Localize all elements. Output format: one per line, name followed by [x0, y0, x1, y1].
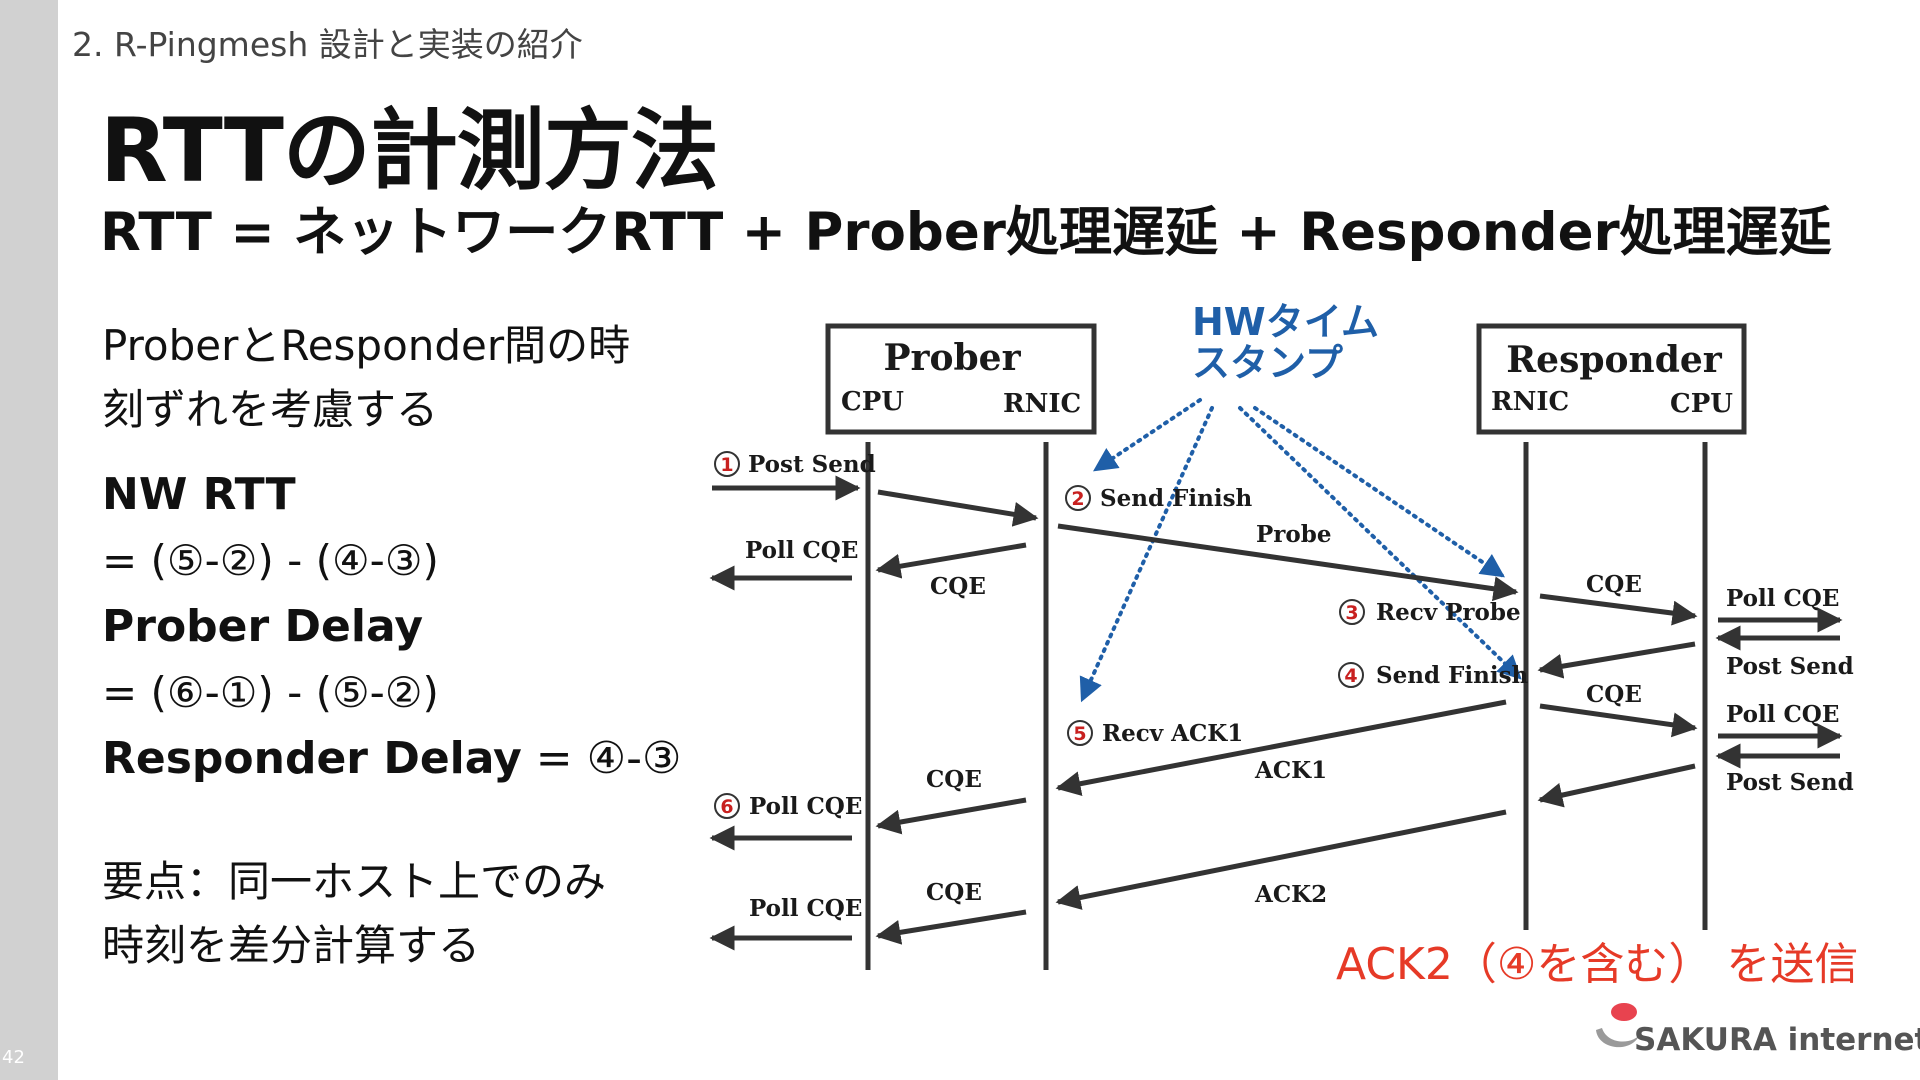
step-4-circle — [1338, 662, 1364, 688]
step-5-number: 5 — [1073, 723, 1086, 745]
step-3-label: Recv Probe — [1376, 599, 1521, 626]
responder-post-send-label-2: Post Send — [1726, 769, 1854, 796]
responder-delay-label: Responder Delay — [102, 733, 522, 784]
cqe-label-1: CQE — [930, 573, 986, 600]
prober-rnic-label: RNIC — [1003, 389, 1081, 419]
responder-box-title: Responder — [1506, 339, 1723, 381]
hw-timestamp-line-2: スタンプ — [1192, 341, 1343, 385]
poll-cqe-label-1: Poll CQE — [745, 537, 858, 564]
responder-rnic-label: RNIC — [1491, 387, 1569, 417]
hw-pointer-recv-probe — [1253, 406, 1505, 578]
logo-text: SAKURA internet — [1634, 1022, 1920, 1058]
intro-line-2: 刻ずれを考慮する — [102, 385, 439, 434]
ack1-label: ACK1 — [1254, 757, 1327, 784]
page-title: RTTの計測方法 — [100, 99, 719, 202]
arrow-responder-cpu-to-rnic-1 — [1537, 641, 1696, 679]
left-sidebar-bar — [0, 0, 58, 1080]
step-4-number: 4 — [1344, 665, 1357, 687]
keypoint-line-1: 要点：同一ホスト上でのみ — [102, 857, 607, 906]
intro-line-1: ProberとResponder間の時 — [102, 321, 631, 370]
step-5-circle — [1067, 720, 1093, 746]
prober-box — [825, 323, 1097, 435]
probe-label: Probe — [1256, 521, 1331, 548]
responder-post-send-label-1: Post Send — [1726, 653, 1854, 680]
step-6-label: Poll CQE — [749, 793, 862, 820]
responder-delay-formula: = ④-③ — [521, 733, 682, 784]
responder-cqe-label-2: CQE — [1586, 681, 1642, 708]
arrow-responder-cqe-1 — [1539, 593, 1698, 626]
step-6-circle — [714, 793, 740, 819]
prober-delay-label: Prober Delay — [102, 601, 423, 652]
responder-delay-row: Responder Delay = ④-③ — [102, 726, 702, 792]
step-3-circle — [1339, 599, 1365, 625]
explanation-column: ProberとResponder間の時 刻ずれを考慮する NW RTT = (⑤… — [102, 314, 702, 978]
cqe-label-2: CQE — [926, 766, 982, 793]
step-2-label: Send Finish — [1100, 485, 1253, 512]
prober-cpu-label: CPU — [841, 387, 904, 417]
poll-cqe-label-3: Poll CQE — [749, 895, 862, 922]
cqe-label-3: CQE — [926, 879, 982, 906]
responder-poll-cqe-label-2: Poll CQE — [1726, 701, 1839, 728]
hw-pointer-send-finish-responder — [1238, 406, 1522, 680]
step-4-label: Send Finish — [1376, 662, 1529, 689]
responder-box — [1476, 323, 1747, 435]
arrow-prober-cpu-to-rnic — [877, 489, 1039, 527]
step-3-number: 3 — [1345, 602, 1358, 624]
prober-box-title: Prober — [883, 337, 1021, 379]
arrow-responder-cqe-2 — [1539, 703, 1698, 738]
arrow-cqe-2 — [875, 797, 1027, 835]
step-6-number: 6 — [720, 796, 733, 818]
sakura-mark-icon — [1596, 1003, 1640, 1048]
step-2-circle — [1065, 485, 1091, 511]
arrow-ack1 — [1055, 699, 1507, 797]
arrow-cqe-3 — [875, 909, 1027, 945]
breadcrumb: 2. R-Pingmesh 設計と実装の紹介 — [72, 25, 583, 64]
ack2-note: ACK2（④を含む） を送信 — [1336, 939, 1859, 990]
hw-pointer-recv-ack1 — [1079, 406, 1214, 703]
responder-poll-cqe-label-1: Poll CQE — [1726, 585, 1839, 612]
arrow-cqe-1 — [875, 542, 1027, 579]
keypoint-line-2: 時刻を差分計算する — [102, 921, 481, 970]
sakura-logo: SAKURA internet — [1590, 1000, 1920, 1070]
step-5-label: Recv ACK1 — [1102, 720, 1243, 747]
arrow-ack2 — [1055, 809, 1507, 910]
responder-cpu-label: CPU — [1670, 389, 1733, 419]
prober-delay-formula: = (⑥-①) - (⑤-②) — [102, 668, 439, 717]
arrow-probe — [1057, 523, 1519, 602]
nw-rtt-formula: = (⑤-②) - (④-③) — [102, 536, 439, 585]
step-1-circle — [714, 451, 740, 477]
arrow-responder-cpu-to-rnic-2 — [1537, 763, 1696, 808]
responder-cqe-label-1: CQE — [1586, 571, 1642, 598]
hw-pointer-send-finish — [1093, 398, 1202, 472]
page-number: 42 — [2, 1047, 25, 1068]
step-1-label: Post Send — [748, 451, 876, 478]
ack2-label: ACK2 — [1254, 881, 1327, 908]
step-1-number: 1 — [720, 454, 733, 476]
page-subtitle: RTT = ネットワークRTT + Prober処理遅延 + Responder… — [100, 202, 1832, 263]
hw-timestamp-line-1: HWタイム — [1192, 300, 1379, 344]
nw-rtt-label: NW RTT — [102, 469, 296, 520]
step-2-number: 2 — [1071, 488, 1084, 510]
